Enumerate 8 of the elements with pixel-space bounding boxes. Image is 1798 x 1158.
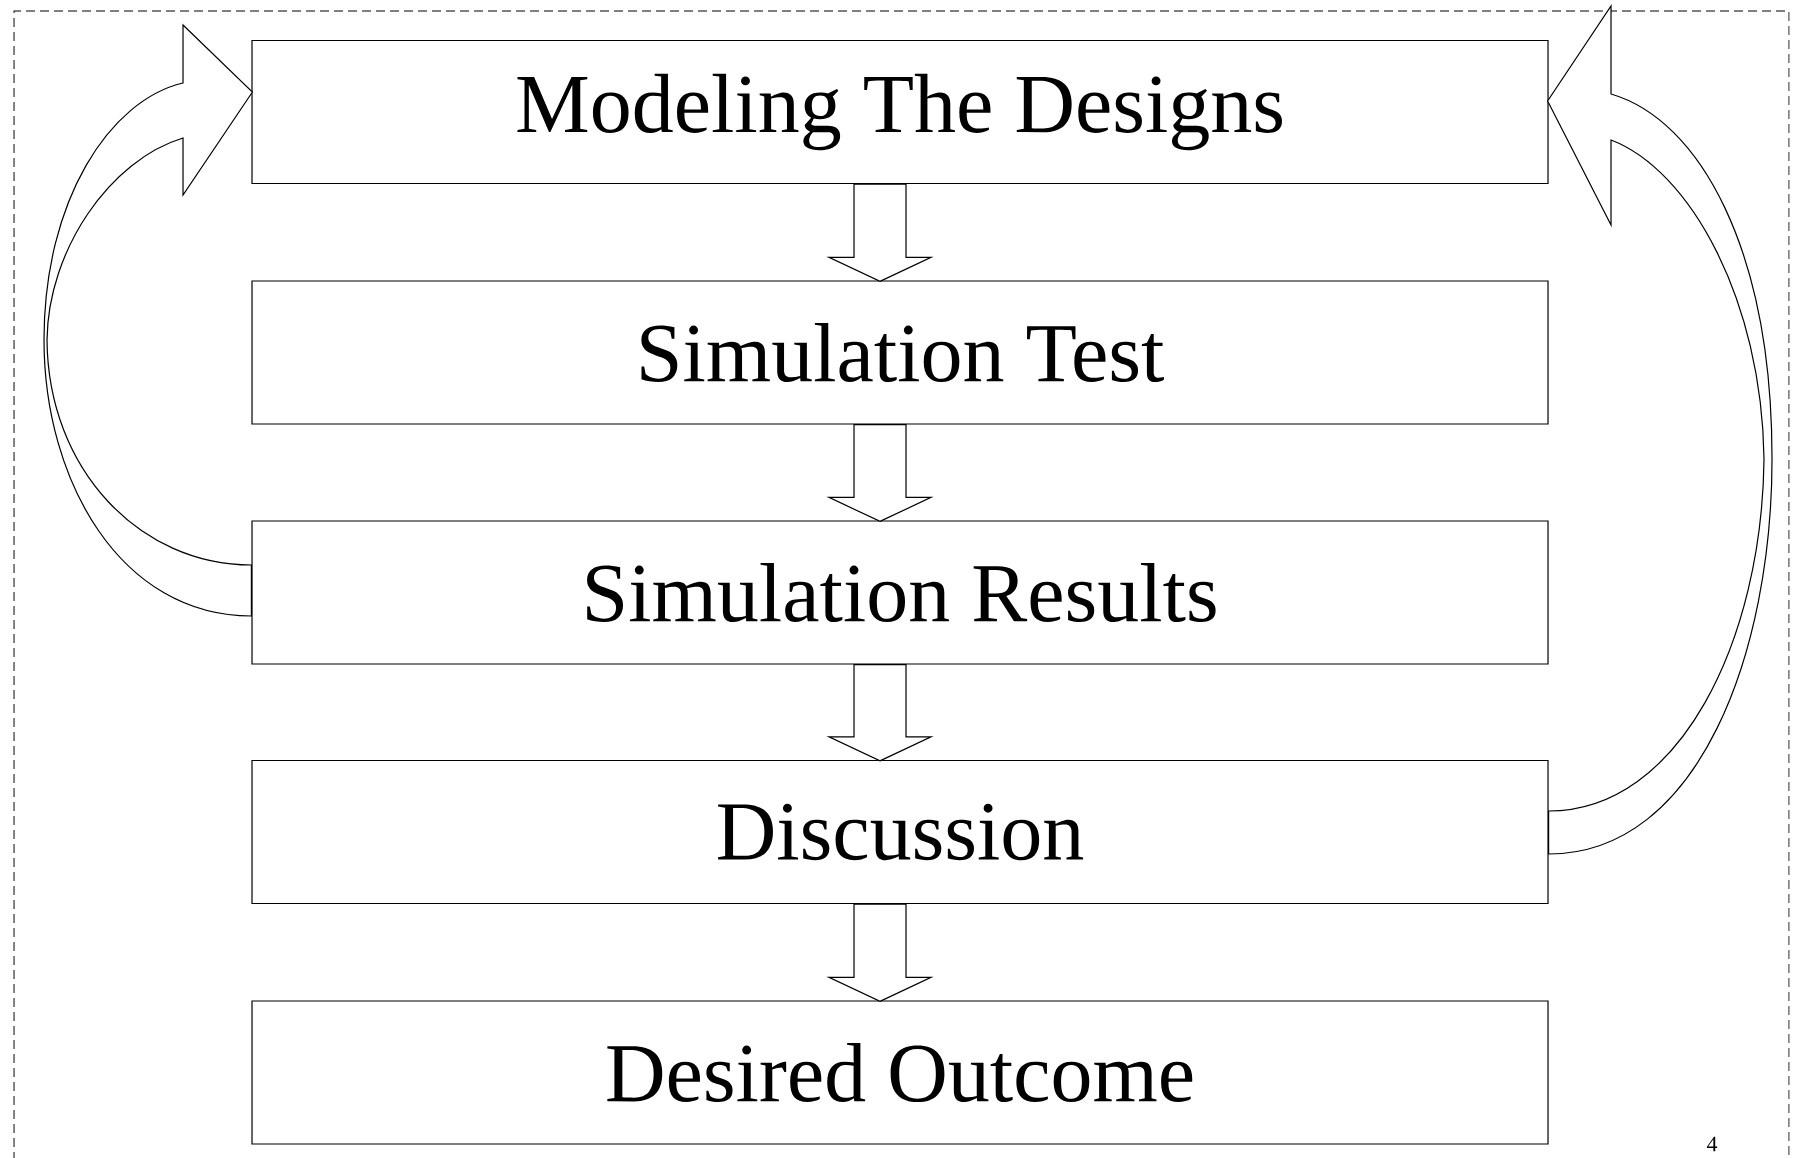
page-number: 4 [1706,1136,1718,1152]
process-box: Simulation Test [251,280,1549,425]
block-arrow [43,24,253,617]
process-box: Simulation Results [251,520,1549,665]
block-arrow [1547,5,1773,855]
process-box: Modeling The Designs [251,39,1549,185]
process-box: Discussion [251,759,1549,905]
process-box: Desired Outcome [251,1000,1549,1145]
